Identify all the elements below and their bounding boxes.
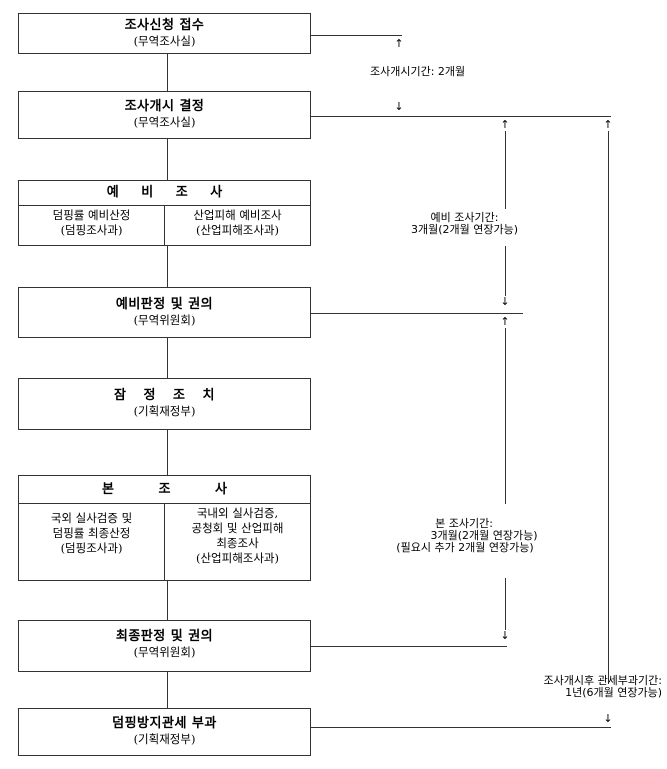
- step-title: 예비판정 및 권의: [115, 297, 214, 312]
- main-period-line: [505, 578, 507, 630]
- cell-text: 덤핑률 예비산정: [52, 208, 131, 222]
- cell-dept: (덤핑조사과): [60, 223, 123, 237]
- cell-text: 공청회 및 산업피해: [191, 521, 284, 535]
- cell-text: 국외 실사검증 및: [50, 511, 133, 525]
- leader-step4: [311, 313, 523, 315]
- period-text: 조사개시후 관세부과기간:: [543, 674, 662, 687]
- injury-final-cell: 국내외 실사검증, 공청회 및 산업피해 최종조사 (산업피해조사과): [164, 504, 310, 581]
- main-period-line: [505, 328, 507, 504]
- period-text: 1년(6개월 연장가능): [565, 686, 662, 699]
- step-dept: (기획재정부): [133, 404, 196, 418]
- step-application-receipt: 조사신청 접수 (무역조사실): [18, 13, 311, 54]
- step-title: 본 조 사: [102, 482, 227, 497]
- arrow-down-icon: ↓: [500, 295, 510, 308]
- step-dept: (무역조사실): [133, 115, 196, 129]
- arrow-down-icon: ↓: [394, 100, 404, 113]
- step-dept: (무역위원회): [133, 645, 196, 659]
- cell-text: 산업피해 예비조사: [193, 208, 282, 222]
- step-title: 조사신청 접수: [124, 18, 205, 33]
- cell-text: 덤핑률 최종산정: [52, 526, 131, 540]
- step-preliminary-determination: 예비판정 및 권의 (무역위원회): [18, 287, 311, 338]
- step-title: 최종판정 및 권의: [115, 629, 214, 644]
- period-text: 3개월(2개월 연장가능): [430, 529, 538, 542]
- step-split: 국외 실사검증 및 덤핑률 최종산정 (덤핑조사과) 국내외 실사검증, 공청회…: [19, 503, 310, 581]
- arrow-down-icon: ↓: [603, 712, 613, 725]
- cell-dept: (산업피해조사과): [195, 551, 280, 565]
- step-duty-imposition: 덤핑방지관세 부과 (기획재정부): [18, 708, 311, 756]
- step-provisional-measures: 잠 정 조 치 (기획재정부): [18, 378, 311, 430]
- main-period-label: 본 조사기간: 3개월(2개월 연장가능) (필요시 추가 2개월 연장가능): [364, 518, 564, 554]
- arrow-down-icon: ↓: [500, 629, 510, 642]
- step-title: 조사개시 결정: [124, 99, 205, 114]
- step-title: 예 비 조 사: [106, 185, 223, 200]
- leader-step2: [311, 116, 611, 118]
- leader-step7: [311, 646, 507, 648]
- step-preliminary-investigation: 예 비 조 사 덤핑률 예비산정 (덤핑조사과) 산업피해 예비조사 (산업피해…: [18, 180, 311, 246]
- step-dept: (무역조사실): [133, 34, 196, 48]
- preliminary-period-line: [505, 246, 507, 296]
- arrow-up-icon: ↑: [394, 37, 404, 50]
- initiation-period-label: 조사개시기간: 2개월: [370, 65, 466, 78]
- preliminary-period-line: [505, 131, 507, 209]
- period-text: 본 조사기간:: [435, 517, 493, 530]
- period-text: 예비 조사기간:: [430, 211, 499, 224]
- leader-step1: [311, 35, 402, 37]
- cell-dept: (덤핑조사과): [60, 541, 123, 555]
- step-split: 덤핑률 예비산정 (덤핑조사과) 산업피해 예비조사 (산업피해조사과): [19, 205, 310, 246]
- dumping-final-cell: 국외 실사검증 및 덤핑률 최종산정 (덤핑조사과): [19, 504, 164, 581]
- step-dept: (무역위원회): [133, 313, 196, 327]
- step-title: 잠 정 조 치: [114, 388, 215, 403]
- preliminary-period-label: 예비 조사기간: 3개월(2개월 연장가능): [411, 211, 519, 236]
- arrow-up-icon: ↑: [603, 118, 613, 131]
- step-dept: (기획재정부): [133, 732, 196, 746]
- arrow-up-icon: ↑: [500, 315, 510, 328]
- period-text: 3개월(2개월 연장가능): [411, 223, 519, 236]
- step-title: 덤핑방지관세 부과: [112, 716, 217, 731]
- step-initiation-decision: 조사개시 결정 (무역조사실): [18, 91, 311, 139]
- period-text: (필요시 추가 2개월 연장가능): [396, 541, 534, 554]
- total-period-label: 조사개시후 관세부과기간: 1년(6개월 연장가능): [492, 675, 662, 699]
- arrow-up-icon: ↑: [500, 118, 510, 131]
- cell-text: 최종조사: [216, 536, 259, 550]
- cell-text: 국내외 실사검증,: [196, 506, 279, 520]
- step-main-investigation: 본 조 사 국외 실사검증 및 덤핑률 최종산정 (덤핑조사과) 국내외 실사검…: [18, 475, 311, 581]
- total-period-line: [608, 131, 610, 684]
- injury-preliminary-cell: 산업피해 예비조사 (산업피해조사과): [164, 206, 310, 246]
- cell-dept: (산업피해조사과): [195, 223, 280, 237]
- leader-step8: [311, 727, 611, 729]
- dumping-preliminary-cell: 덤핑률 예비산정 (덤핑조사과): [19, 206, 164, 246]
- step-final-determination: 최종판정 및 권의 (무역위원회): [18, 620, 311, 672]
